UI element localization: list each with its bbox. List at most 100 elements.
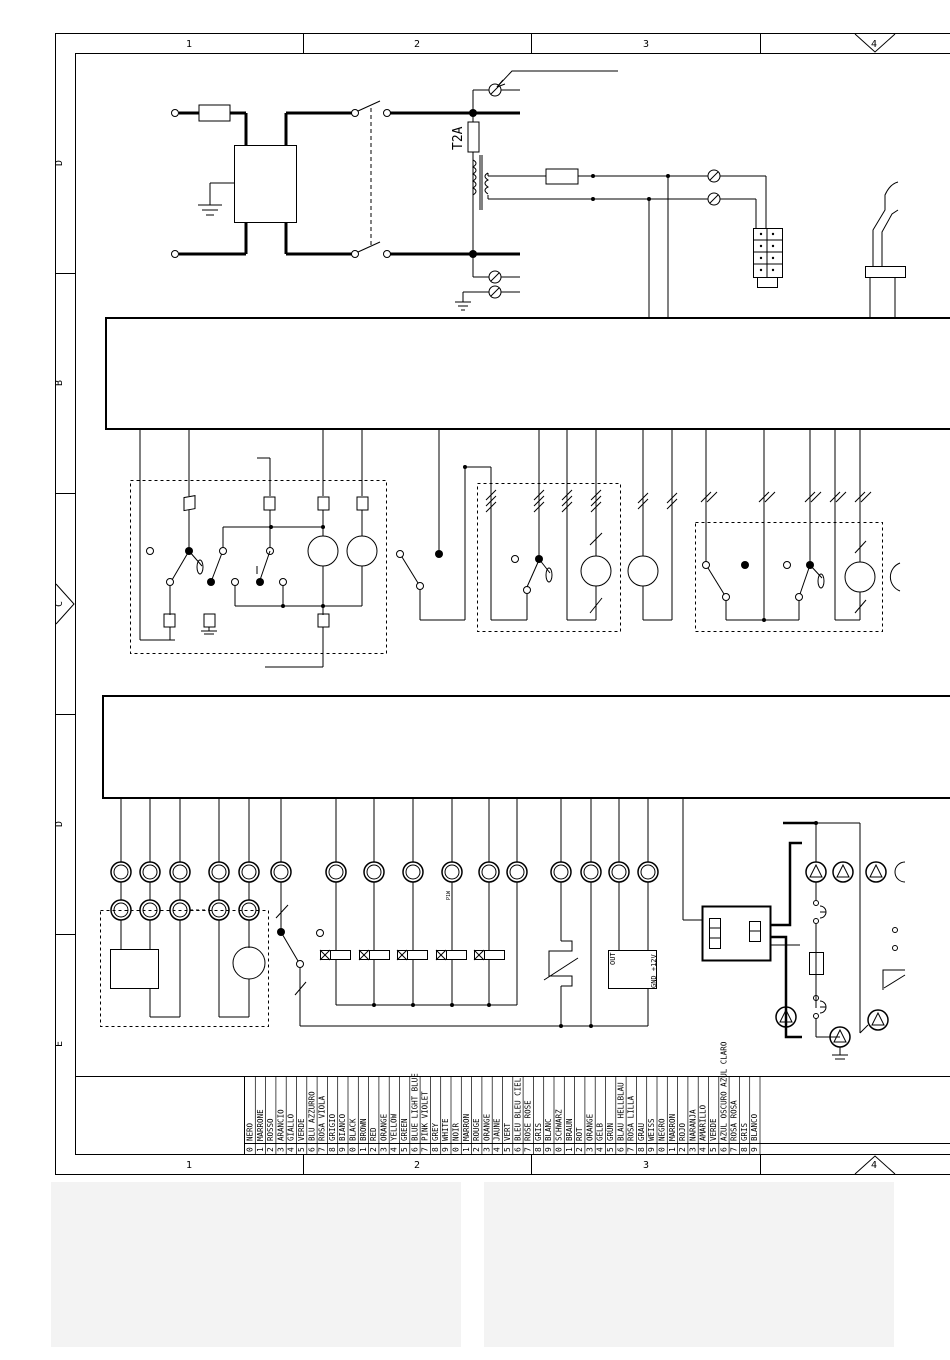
legend-code: 2 bbox=[472, 1147, 481, 1152]
color-legend bbox=[75, 1076, 950, 1154]
column-label-3: 3 bbox=[643, 39, 649, 50]
legend-color-name: BLANCO bbox=[750, 1113, 759, 1141]
legend-color-name: SCHWARZ bbox=[555, 1109, 564, 1141]
legend-code: 5 bbox=[709, 1147, 718, 1152]
legend-code: 9 bbox=[441, 1147, 450, 1152]
legend-color-name: BIANCO bbox=[338, 1113, 347, 1141]
legend-color-name: MARRON bbox=[668, 1114, 677, 1141]
legend-color-name: VERT bbox=[503, 1122, 512, 1141]
legend-color-name: GRAU bbox=[637, 1123, 646, 1141]
pcb-label-out: OUT bbox=[609, 952, 617, 965]
legend-code: 8 bbox=[534, 1147, 543, 1152]
connector-block bbox=[753, 228, 783, 278]
legend-code: 3 bbox=[688, 1147, 697, 1152]
legend-color-name: ROSE ROSE bbox=[524, 1100, 533, 1141]
legend-code: 7 bbox=[524, 1147, 533, 1152]
legend-code: 4 bbox=[287, 1147, 296, 1152]
legend-code: 0 bbox=[452, 1147, 461, 1152]
column-label-1-bottom: 1 bbox=[186, 1160, 192, 1171]
legend-code: 2 bbox=[369, 1147, 378, 1152]
legend-code: 9 bbox=[750, 1147, 759, 1152]
legend-color-name: BLUE LIGHT BLUE bbox=[410, 1073, 419, 1141]
legend-code: 6 bbox=[719, 1147, 728, 1152]
legend-code: 3 bbox=[379, 1147, 388, 1152]
legend-code: 5 bbox=[297, 1147, 306, 1152]
section-c-components bbox=[130, 429, 901, 668]
pcb-label-power: GND +12V bbox=[650, 953, 658, 988]
orientation-marker-left bbox=[55, 583, 75, 625]
legend-code: 5 bbox=[606, 1147, 615, 1152]
column-label-1: 1 bbox=[186, 39, 192, 50]
legend-color-name: RED bbox=[369, 1127, 378, 1141]
legend-color-name: ROSA ROSA bbox=[730, 1100, 739, 1141]
legend-code: 8 bbox=[637, 1147, 646, 1152]
column-label-2: 2 bbox=[414, 39, 420, 50]
row-label-2: B bbox=[54, 380, 65, 386]
legend-code: 1 bbox=[462, 1147, 471, 1152]
legend-color-name: JAUNE bbox=[493, 1118, 502, 1141]
legend-color-name: GELB bbox=[596, 1122, 605, 1141]
legend-color-name: ARANCIO bbox=[276, 1109, 285, 1141]
legend-color-name: GRÜN bbox=[606, 1123, 615, 1141]
orientation-marker-top bbox=[854, 33, 896, 53]
legend-code: 6 bbox=[307, 1147, 316, 1152]
legend-color-name: VERDE bbox=[709, 1118, 718, 1141]
control-board-upper bbox=[105, 317, 950, 430]
legend-color-name: BROWN bbox=[359, 1118, 368, 1141]
legend-color-name: YELLOW bbox=[390, 1113, 399, 1141]
legend-code: 4 bbox=[699, 1147, 708, 1152]
legend-color-name: ROUGE bbox=[472, 1118, 481, 1141]
legend-code: 8 bbox=[328, 1147, 337, 1152]
legend-code: 4 bbox=[596, 1147, 605, 1152]
legend-code: 1 bbox=[565, 1147, 574, 1152]
small-note: P1W bbox=[446, 890, 452, 900]
mains-filter bbox=[234, 145, 297, 223]
legend-color-name: VERDE bbox=[297, 1118, 306, 1141]
legend-color-name: BLAU HELLBLAU bbox=[616, 1082, 625, 1141]
legend-color-name: AMARILLO bbox=[699, 1104, 708, 1141]
legend-code: 9 bbox=[647, 1147, 656, 1152]
legend-code: 7 bbox=[730, 1147, 739, 1152]
legend-color-name: ORANGE bbox=[482, 1113, 491, 1141]
legend-color-name: ROSA LILLA bbox=[627, 1095, 636, 1141]
legend-color-name: GRIGIO bbox=[328, 1113, 337, 1141]
legend-code: 2 bbox=[678, 1147, 687, 1152]
legend-code: 6 bbox=[513, 1147, 522, 1152]
legend-color-name: BLU AZZURRO bbox=[307, 1091, 316, 1141]
column-label-3-bottom: 3 bbox=[643, 1160, 649, 1171]
legend-color-name: GREEN bbox=[400, 1118, 409, 1141]
legend-color-name: ROJO bbox=[678, 1122, 687, 1141]
legend-color-name: ORANGE bbox=[585, 1113, 594, 1141]
legend-color-name: WHITE bbox=[441, 1118, 450, 1141]
legend-color-name: MARRON bbox=[462, 1114, 471, 1141]
legend-code: 0 bbox=[349, 1147, 358, 1152]
legend-code: 4 bbox=[390, 1147, 399, 1152]
wiring-diagram: 1 2 3 4 1 2 3 4 D B C D E bbox=[54, 33, 950, 1175]
color-legend-cells: 0NERO1MARRONE2ROSSO3ARANCIO4GIALLO5VERDE… bbox=[246, 1041, 761, 1154]
legend-color-name: GRIS bbox=[534, 1122, 543, 1141]
legend-color-name: ROSSO bbox=[266, 1118, 275, 1141]
drawing-frame bbox=[55, 33, 950, 1175]
legend-code: 8 bbox=[740, 1147, 749, 1152]
legend-color-name: ROSA VIOLA bbox=[318, 1095, 327, 1141]
row-label-1: D bbox=[54, 160, 65, 166]
legend-code: 8 bbox=[431, 1147, 440, 1152]
legend-color-name: NERO bbox=[246, 1122, 255, 1141]
legend-code: 9 bbox=[338, 1147, 347, 1152]
legend-code: 3 bbox=[276, 1147, 285, 1152]
legend-color-name: ORANGE bbox=[379, 1113, 388, 1141]
legend-code: 0 bbox=[246, 1147, 255, 1152]
legend-code: 0 bbox=[555, 1147, 564, 1152]
legend-color-name: GRIS bbox=[740, 1122, 749, 1141]
row-label-4: D bbox=[54, 821, 65, 827]
legend-color-name: ROT bbox=[575, 1127, 584, 1141]
legend-color-name: BLACK bbox=[349, 1118, 358, 1141]
legend-code: 2 bbox=[575, 1147, 584, 1152]
legend-color-name: GIALLO bbox=[287, 1113, 296, 1141]
row-label-3: C bbox=[54, 601, 65, 607]
legend-code: 7 bbox=[318, 1147, 327, 1152]
legend-color-name: WEISS bbox=[647, 1118, 656, 1141]
legend-code: 7 bbox=[421, 1147, 430, 1152]
column-label-4-bottom: 4 bbox=[871, 1160, 877, 1171]
legend-code: 5 bbox=[400, 1147, 409, 1152]
